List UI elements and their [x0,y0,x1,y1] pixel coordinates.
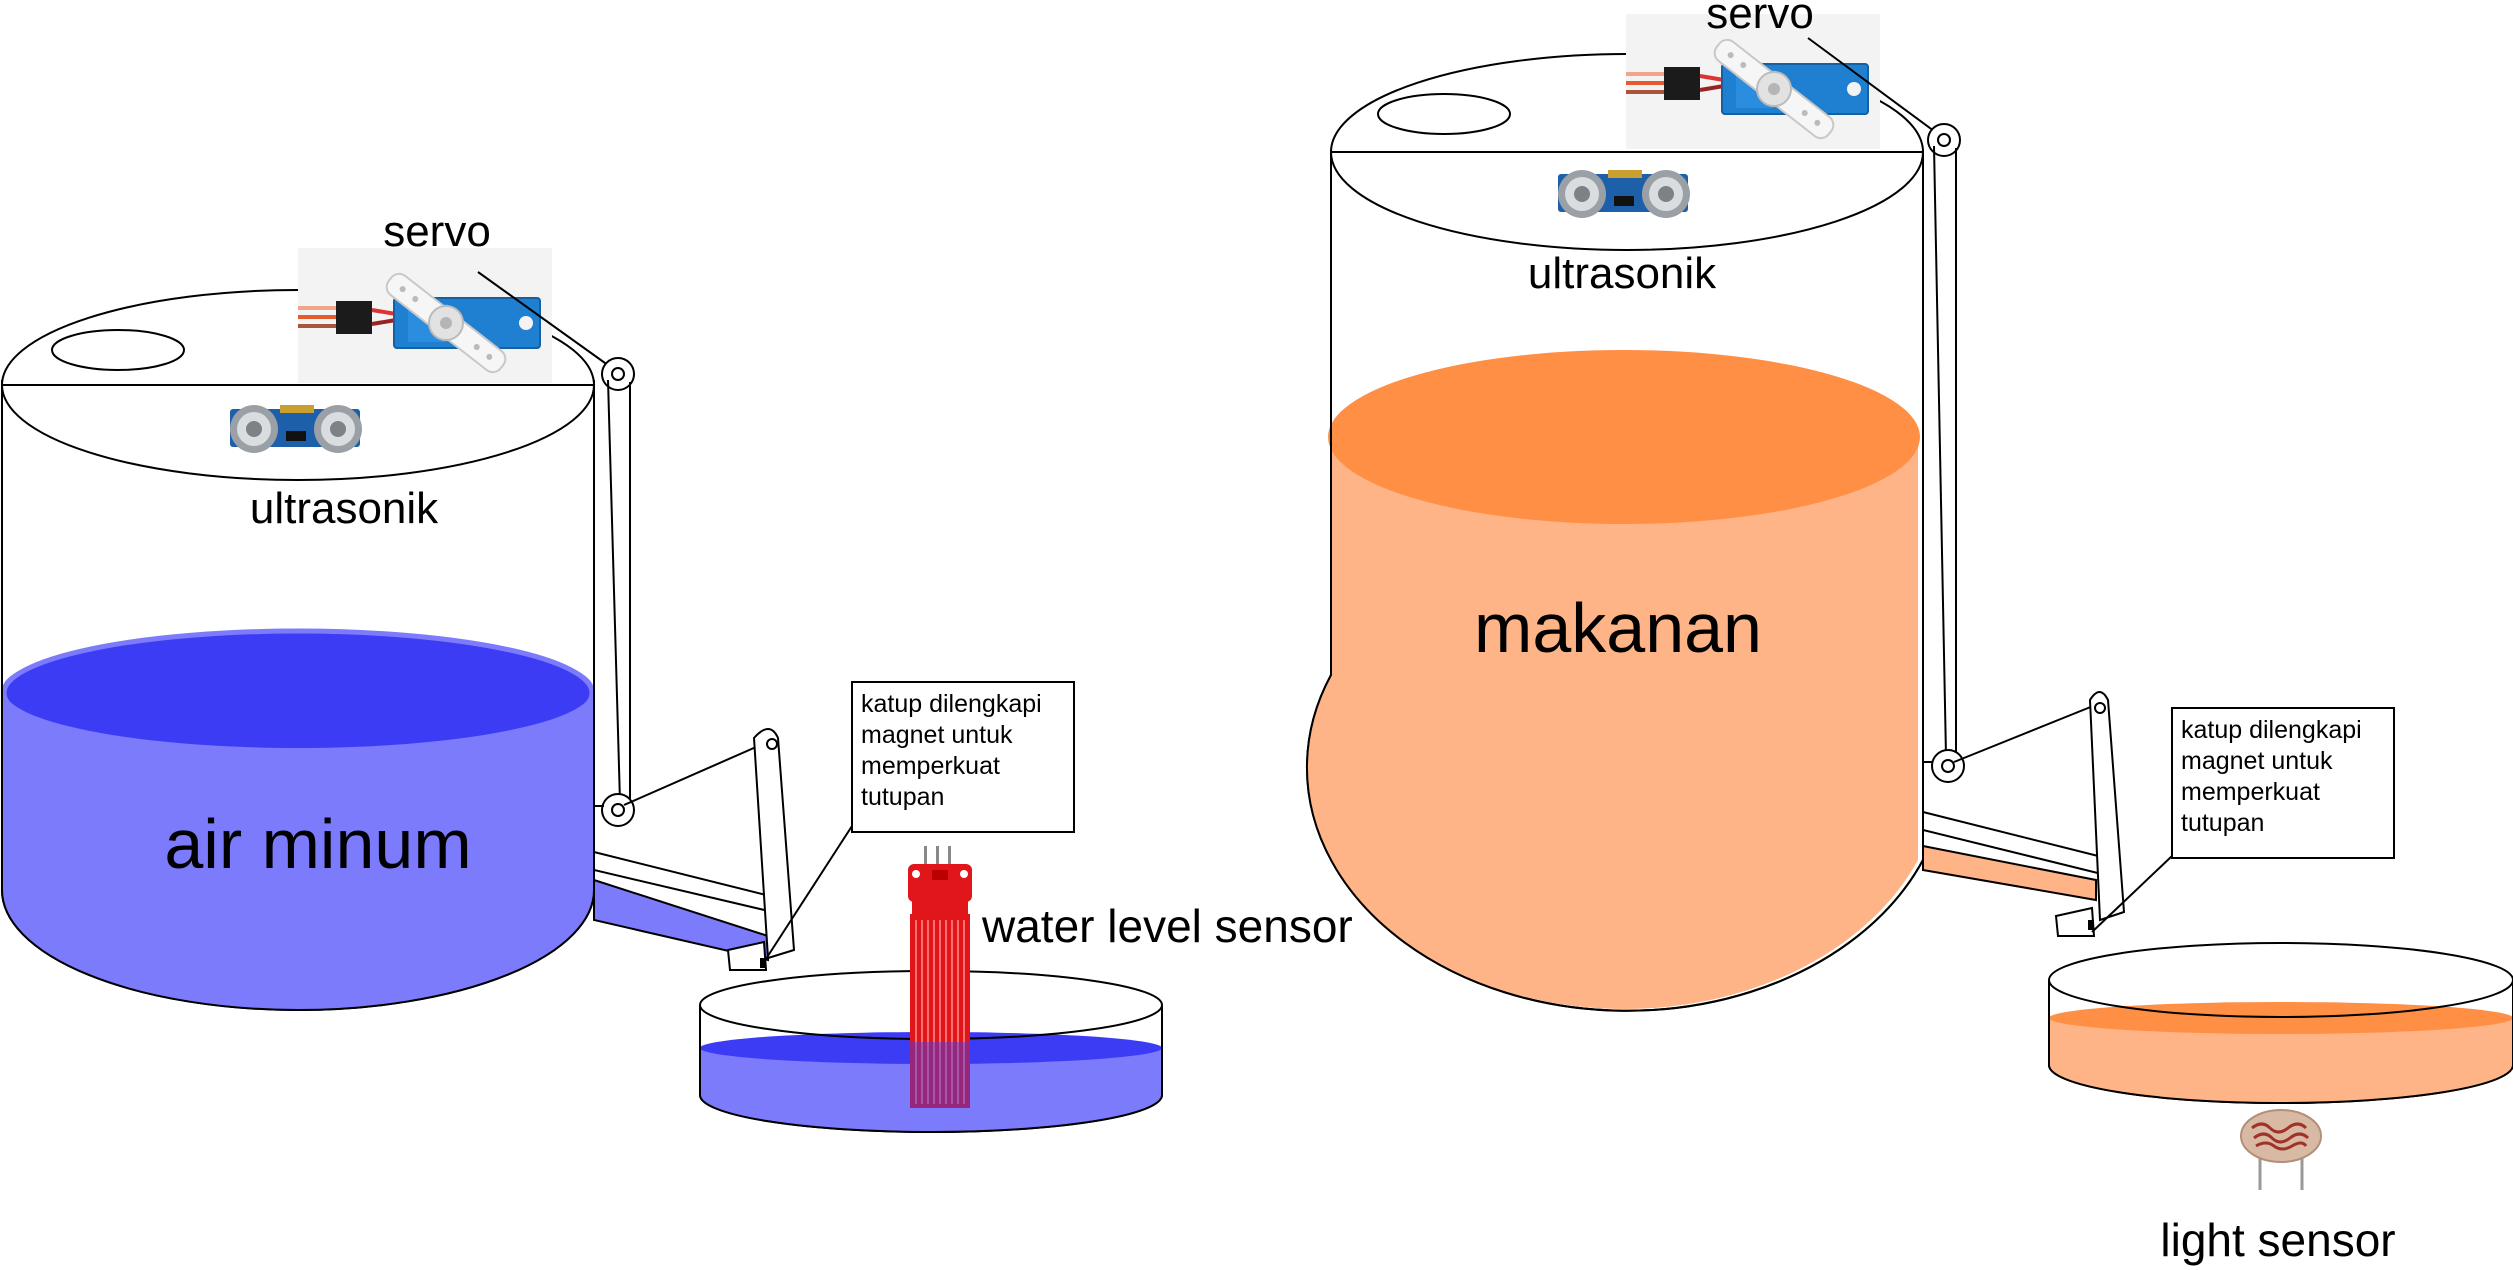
valve-note-callout: katup dilengkapi magnet untuk memperkuat… [763,681,1075,963]
outlet-chute [593,728,796,971]
water-tank [0,289,595,1011]
servo-label: servo [383,207,491,256]
valve-note-line-3: memperkuat [861,752,1000,780]
food-surface [1328,350,1920,524]
valve-linkage [477,271,773,827]
light-sensor-label: light sensor [2160,1214,2395,1266]
valve-note-callout: katup dilengkapi magnet untuk memperkuat… [2091,707,2395,933]
servo-motor-icon [296,246,554,385]
ultrasonic-label: ultrasonik [250,484,439,533]
food-bowl [2048,942,2513,1104]
food-tank [1306,53,1924,1012]
valve-linkage [1807,37,2099,783]
water-level-sensor-label: water level sensor [981,900,1353,952]
valve-note-line-3: memperkuat [2181,778,2320,806]
ultrasonic-label: ultrasonik [1528,249,1717,298]
outlet-chute [1922,691,2126,937]
food-body [1306,436,1918,1010]
ultrasonic-sensor-icon [230,405,362,453]
water-level-sensor-icon [908,846,972,1108]
valve-note-line-1: katup dilengkapi [861,690,1042,718]
valve-note-line-1: katup dilengkapi [2181,716,2362,744]
tank-label: makanan [1474,589,1762,667]
light-dependent-resistor-icon [2240,1109,2322,1190]
water-surface [4,632,592,748]
valve-note-line-2: magnet untuk [861,721,1013,749]
ultrasonic-sensor-icon [1558,170,1690,218]
water-system: katup dilengkapi magnet untuk memperkuat… [0,207,1353,1133]
valve-note-line-2: magnet untuk [2181,747,2333,775]
valve-note-line-4: tutupan [861,783,944,811]
valve-note-line-4: tutupan [2181,809,2264,837]
fill-hole [1377,93,1511,135]
tank-label: air minum [164,805,471,883]
fill-hole [51,329,185,371]
servo-label: servo [1706,0,1814,38]
food-system: katup dilengkapi magnet untuk memperkuat… [1306,0,2513,1266]
